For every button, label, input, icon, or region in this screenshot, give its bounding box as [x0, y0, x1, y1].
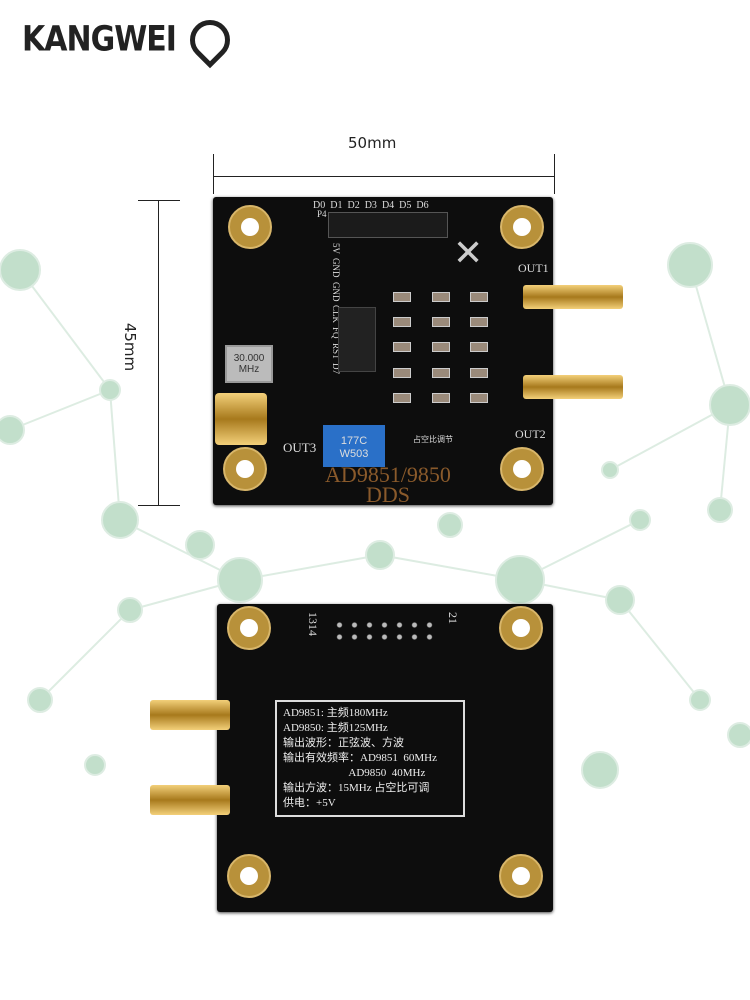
out1-label: OUT1	[518, 261, 549, 275]
pin-number-label: 21	[446, 612, 460, 624]
out3-sma-connector[interactable]	[215, 393, 267, 445]
width-dimension-label: 50mm	[348, 134, 397, 152]
brand-logo: KANGWEI	[22, 19, 177, 60]
height-dimension-tick	[138, 505, 180, 506]
mount-hole	[499, 606, 543, 650]
back-sma-connector-2[interactable]	[150, 785, 230, 815]
mount-hole	[500, 447, 544, 491]
duty-adjust-label: 占空比调节	[413, 435, 453, 444]
signal-label: RST	[331, 342, 341, 360]
pin-label: D6	[416, 200, 429, 211]
spec-line: AD9851: 主频180MHz	[283, 707, 388, 719]
board-model: AD9851/9850	[325, 462, 451, 487]
pin-header[interactable]	[328, 212, 448, 238]
pin-label: D4	[381, 200, 395, 211]
back-sma-connector-1[interactable]	[150, 700, 230, 730]
signal-label: GND	[331, 258, 341, 278]
out3-label: OUT3	[283, 440, 317, 455]
mount-hole	[500, 205, 544, 249]
width-dimension-line	[213, 176, 555, 177]
pin-label: D0	[313, 200, 326, 211]
pin-label: D5	[399, 200, 412, 211]
out1-sma-connector[interactable]	[523, 285, 623, 309]
header-signal-labels: 5V GND GND CLK FQ RST D7	[331, 243, 341, 374]
width-dimension-tick	[213, 154, 214, 194]
mount-hole	[228, 205, 272, 249]
out2-sma-connector[interactable]	[523, 375, 623, 399]
pot-marking: W503	[339, 448, 369, 460]
pin-number-label: 1314	[306, 612, 320, 636]
pot-marking: 177C	[340, 435, 368, 447]
spec-line: 供电：+5V	[283, 797, 336, 809]
crystal-unit: MHz	[238, 364, 260, 375]
height-dimension-label: 45mm	[121, 322, 140, 372]
signal-label: 5V	[331, 243, 341, 254]
width-dimension-tick	[554, 154, 555, 194]
header-ref-label: P4	[317, 209, 327, 219]
capacitor-array	[393, 292, 503, 412]
spec-line: 输出有效频率：AD9851 60MHz	[283, 752, 437, 764]
spec-line: AD9850 40MHz	[283, 767, 426, 779]
pin-label: D2	[347, 200, 360, 211]
signal-label: D7	[331, 363, 341, 375]
mount-hole	[499, 854, 543, 898]
header-pads	[332, 619, 437, 643]
pin-label: D3	[364, 200, 377, 211]
crystal-frequency: 30.000	[233, 353, 265, 364]
spec-line: AD9850: 主频125MHz	[283, 722, 388, 734]
dds-chip	[338, 307, 376, 372]
signal-label: CLK	[331, 305, 341, 323]
mount-hole	[227, 854, 271, 898]
board-type: DDS	[365, 482, 410, 507]
spec-line: 输出波形：正弦波、方波	[283, 737, 404, 749]
board-name: AD9851/9850 DDS	[308, 462, 468, 507]
height-dimension-tick	[138, 200, 180, 201]
signal-label: GND	[331, 281, 341, 302]
mount-hole	[223, 447, 267, 491]
pcb-front: D0 D1 D2 D3 D4 D5 D6 P4 5V GND GND CLK FQ RST D7 ✕ 3…	[213, 197, 623, 507]
header-pin-labels: D0 D1 D2 D3 D4 D5 D6	[313, 200, 429, 211]
mount-hole	[227, 606, 271, 650]
weee-bin-icon: ✕	[453, 232, 484, 273]
pin-label: D1	[330, 200, 343, 211]
spec-line: 输出方波：15MHz 占空比可调	[283, 782, 430, 794]
height-dimension-line	[158, 200, 159, 506]
signal-label: FQ	[331, 327, 341, 339]
out2-label: OUT2	[515, 427, 546, 441]
